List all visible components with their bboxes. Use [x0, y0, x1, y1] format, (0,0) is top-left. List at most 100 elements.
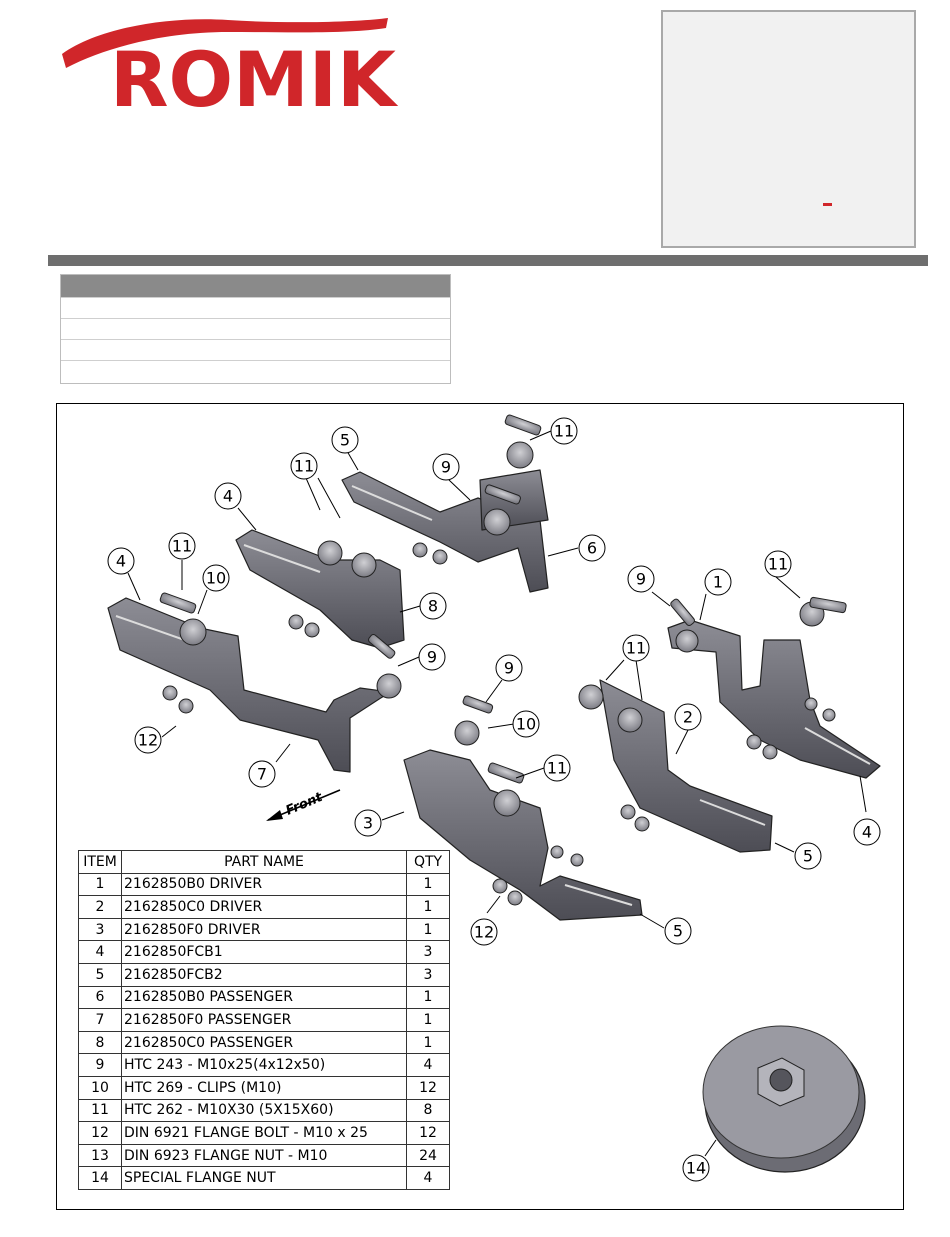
- front-arrow: [266, 789, 341, 821]
- spec-table-header: [61, 275, 450, 297]
- bom-item: 4: [78, 940, 122, 964]
- callout-14: 14: [686, 1159, 706, 1178]
- bom-item: 11: [78, 1098, 122, 1123]
- bom-part-name: HTC 269 - CLIPS (M10): [121, 1075, 407, 1100]
- bom-part-name: DIN 6923 FLANGE NUT - M10: [121, 1143, 407, 1168]
- bom-qty: 12: [406, 1075, 450, 1100]
- bom-item: 14: [78, 1166, 122, 1190]
- bom-qty: 1: [406, 985, 450, 1010]
- callout-4: 4: [223, 487, 233, 506]
- callout-11: 11: [768, 555, 788, 574]
- callout-5: 5: [340, 431, 350, 450]
- bom-qty: 1: [406, 895, 450, 919]
- bom-item: 2: [78, 895, 122, 919]
- logo-text: ROMIK: [110, 35, 399, 116]
- bracket-6: [341, 471, 549, 593]
- bracket-2: [599, 679, 773, 853]
- bom-qty: 3: [406, 962, 450, 987]
- spec-table-row: [61, 297, 450, 318]
- bracket-8: [235, 529, 405, 649]
- bom-item: 1: [78, 872, 122, 897]
- spec-table-row: [61, 360, 450, 381]
- bom-item: 8: [78, 1030, 122, 1055]
- bracket-3: [403, 749, 643, 921]
- red-mark: [823, 203, 832, 206]
- bom-qty: 1: [406, 1030, 450, 1055]
- callout-7: 7: [257, 765, 267, 784]
- bom-part-name: HTC 243 - M10x25(4x12x50): [121, 1053, 407, 1077]
- bom-part-name: 2162850F0 PASSENGER: [121, 1008, 407, 1032]
- bom-part-name: 2162850B0 DRIVER: [121, 872, 407, 897]
- callout-9: 9: [427, 648, 437, 667]
- callout-11: 11: [547, 759, 567, 778]
- diagram-frame: [56, 403, 904, 1210]
- bom-item: 5: [78, 962, 122, 987]
- bom-qty: 12: [406, 1121, 450, 1145]
- bom-header-item: ITEM: [78, 850, 122, 874]
- callout-8: 8: [428, 597, 438, 616]
- bom-qty: 24: [406, 1143, 450, 1168]
- bom-part-name: 2162850FCB2: [121, 962, 407, 987]
- callout-9: 9: [504, 659, 514, 678]
- info-box: [661, 10, 916, 248]
- bracket-1: [667, 619, 881, 779]
- spec-table-row: [61, 339, 450, 360]
- bom-item: 7: [78, 1008, 122, 1032]
- callout-9: 9: [636, 570, 646, 589]
- bom-part-name: HTC 262 - M10X30 (5X15X60): [121, 1098, 407, 1123]
- bom-header-row: ITEM PART NAME QTY: [78, 850, 450, 874]
- spec-table-row: [61, 318, 450, 339]
- bom-item: 13: [78, 1143, 122, 1168]
- bom-part-name: 2162850FCB1: [121, 940, 407, 964]
- callout-2: 2: [683, 708, 693, 727]
- callout-12: 12: [474, 923, 494, 942]
- bom-item: 10: [78, 1075, 122, 1100]
- callout-4: 4: [862, 823, 872, 842]
- bom-part-name: DIN 6921 FLANGE BOLT - M10 x 25: [121, 1121, 407, 1145]
- header-divider: [48, 255, 928, 266]
- callout-12: 12: [138, 731, 158, 750]
- callout-10: 10: [516, 715, 536, 734]
- bom-qty: 1: [406, 872, 450, 897]
- bom-item: 9: [78, 1053, 122, 1077]
- special-flange-nut-14: [702, 1025, 866, 1173]
- bom-header-part-name: PART NAME: [121, 850, 407, 874]
- bom-qty: 4: [406, 1053, 450, 1077]
- bom-item: 12: [78, 1121, 122, 1145]
- bom-part-name: 2162850C0 DRIVER: [121, 895, 407, 919]
- bom-part-name: 2162850B0 PASSENGER: [121, 985, 407, 1010]
- bom-item: 3: [78, 917, 122, 942]
- bom-qty: 8: [406, 1098, 450, 1123]
- callout-5: 5: [803, 847, 813, 866]
- callout-5: 5: [673, 922, 683, 941]
- bom-qty: 4: [406, 1166, 450, 1190]
- callout-11: 11: [294, 457, 314, 476]
- bom-part-name: 2162850F0 DRIVER: [121, 917, 407, 942]
- bom-header-qty: QTY: [406, 850, 450, 874]
- callout-9: 9: [441, 458, 451, 477]
- callout-4: 4: [116, 552, 126, 571]
- callout-3: 3: [363, 814, 373, 833]
- callout-10: 10: [206, 569, 226, 588]
- callout-1: 1: [713, 573, 723, 592]
- bom-qty: 1: [406, 917, 450, 942]
- bom-part-name: 2162850C0 PASSENGER: [121, 1030, 407, 1055]
- callout-11: 11: [626, 639, 646, 658]
- bom-qty: 3: [406, 940, 450, 964]
- bom-item: 6: [78, 985, 122, 1010]
- bom-qty: 1: [406, 1008, 450, 1032]
